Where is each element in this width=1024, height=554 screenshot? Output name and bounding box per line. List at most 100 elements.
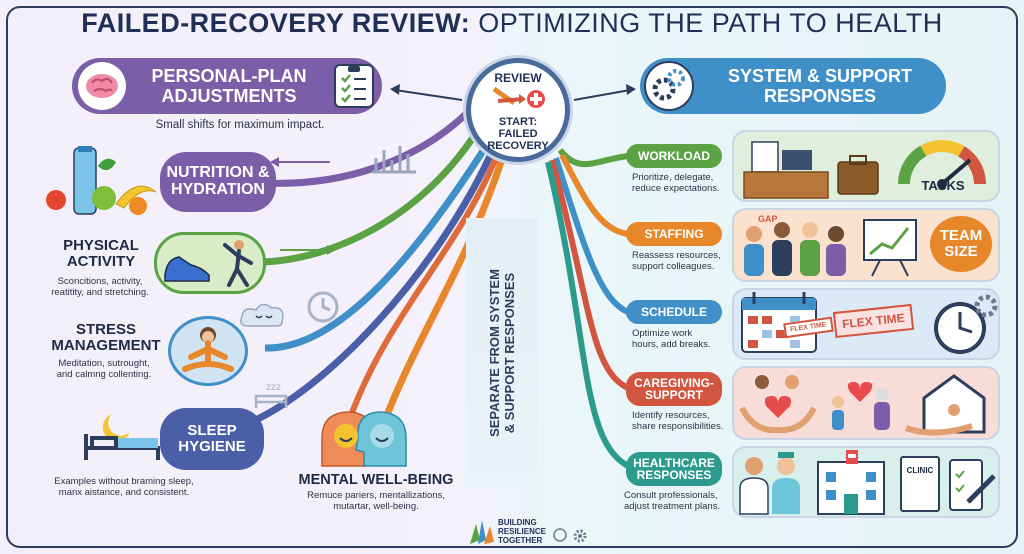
physical-line1: PHYSICAL — [63, 237, 139, 254]
schedule-tag: SCHEDULE — [626, 300, 722, 324]
system-support-header: SYSTEM & SUPPORT RESPONSES — [640, 58, 946, 114]
mental-title: MENTAL WELL-BEING — [298, 472, 454, 488]
sleep-caption2: manx aistance, and consistent. — [58, 487, 190, 498]
hub-recovery: RECOVERY — [487, 140, 549, 152]
team-people-icon — [744, 222, 846, 276]
sleep-line2: HYGIENE — [178, 438, 246, 455]
gap-label: GAP — [758, 214, 778, 224]
workload-caption2: reduce expectations. — [632, 183, 720, 194]
tasks-label: TASKS — [921, 178, 965, 193]
gear-icon — [572, 528, 588, 544]
zzz-bed-icon: zzz — [252, 378, 292, 410]
nutrition-pill: NUTRITION &HYDRATION — [160, 152, 276, 212]
stress-caption1: Meditation, sutrought, — [58, 358, 150, 369]
system-header-line1: SYSTEM & SUPPORT — [727, 66, 913, 86]
staffing-caption2: support colleagues. — [632, 261, 715, 272]
stress-caption: Meditation, sutrought, and calmng collen… — [30, 358, 178, 380]
physical-caption: Sconcitions, activity, reatitity, and st… — [20, 276, 180, 298]
healthcare-tag2: RESPONSES — [636, 468, 712, 482]
hands-logo-icon — [466, 518, 496, 546]
caregiving-caption: Identify resources, share responsibiliti… — [632, 410, 742, 432]
healthcare-caption1: Consult professionals, — [624, 490, 718, 501]
personal-plan-line1: PERSONAL-PLAN — [151, 66, 307, 86]
two-faces-icon — [316, 408, 412, 468]
fruits-icon — [44, 146, 164, 218]
brain-icon — [78, 62, 126, 110]
growth-chart-icon — [863, 219, 917, 277]
clipboard-syringe-icon — [949, 459, 996, 511]
bar-chart-icon — [370, 140, 418, 174]
hub-start: START: — [498, 116, 538, 128]
svg-text:zzz: zzz — [266, 382, 281, 393]
stress-line2: MANAGEMENT — [51, 337, 161, 354]
nutrition-line1: NUTRITION & — [166, 164, 270, 182]
personal-plan-header: PERSONAL-PLAN ADJUSTMENTS — [72, 58, 382, 114]
gauge-icon — [898, 140, 986, 189]
clock-icon — [934, 294, 998, 354]
start-hub: REVIEW START: FAILED RECOVERY — [466, 58, 570, 162]
title-light: OPTIMIZING THE PATH TO HEALTH — [470, 8, 943, 38]
footer-line3: TOGETHER — [498, 536, 543, 545]
workload-caption1: Prioritize, delegate, — [632, 172, 714, 183]
staffing-caption1: Reassess resources, — [632, 250, 721, 261]
flex-time-stamp: FLEX TIME — [832, 303, 914, 339]
separator-line2: & SUPPORT RESPONSES — [502, 272, 517, 434]
title-bold: FAILED-RECOVERY REVIEW: — [81, 8, 471, 38]
hub-review: REVIEW — [494, 71, 542, 85]
caregiving-panel — [732, 366, 1000, 440]
footer-brand: BUILDING RESILIENCE TOGETHER — [498, 518, 568, 545]
physical-caption2: reatitity, and stretching. — [51, 287, 149, 298]
staffing-caption: Reassess resources, support colleagues. — [632, 250, 742, 272]
checklist-icon — [334, 64, 374, 108]
cloud-icon — [238, 300, 288, 330]
healthcare-tag1: HEALTHCARE — [633, 456, 715, 470]
personal-plan-caption: Small shifts for maximum impact. — [155, 119, 325, 131]
staffing-tag: STAFFING — [626, 222, 722, 246]
caregiving-tag2: SUPPORT — [644, 388, 703, 402]
workload-caption: Prioritize, delegate, reduce expectation… — [632, 172, 742, 194]
sneaker-icon — [164, 240, 253, 287]
head-icon — [552, 528, 568, 544]
sleep-caption1: Examples without braming sleep, — [54, 476, 194, 487]
caregiving-illustration — [739, 374, 986, 436]
schedule-panel: FLEX TIME FLEX TIME — [732, 288, 1000, 360]
clinic-label: CLINIC — [906, 466, 934, 475]
gears-icon — [644, 61, 694, 111]
schedule-caption2: hours, add breaks. — [632, 339, 711, 350]
bed-moon-icon — [82, 404, 178, 462]
personal-plan-line2: ADJUSTMENTS — [161, 86, 297, 106]
outer-frame — [6, 6, 1018, 548]
physical-caption1: Sconcitions, activity, — [57, 276, 143, 287]
caregiving-caption1: Identify resources, — [632, 410, 710, 421]
mental-caption: Remuce pariers, mentallizations, mutarta… — [280, 490, 472, 512]
footer-line1: BUILDING — [498, 518, 537, 527]
page-title: FAILED-RECOVERY REVIEW: OPTIMIZING THE P… — [0, 8, 1024, 39]
team-size-line1: TEAM — [939, 227, 983, 244]
physical-title: PHYSICAL ACTIVITY — [46, 238, 156, 270]
separator-band: SEPARATE FROM SYSTEM & SUPPORT RESPONSES — [466, 218, 538, 488]
mental-caption2: mutartar, well-being. — [333, 501, 419, 512]
caregiving-tag1: CAREGIVING- — [633, 376, 714, 390]
healthcare-panel: CLINIC — [732, 446, 1000, 518]
stress-title: STRESS MANAGEMENT — [46, 322, 166, 354]
nutrition-line2: HYDRATION — [171, 181, 265, 198]
physical-line2: ACTIVITY — [66, 253, 136, 270]
calendar-icon — [741, 292, 817, 353]
stress-caption2: and calmng collenting. — [56, 369, 152, 380]
doctors-hospital-icon — [739, 450, 885, 515]
caregiving-caption2: share responsibilities. — [632, 421, 724, 432]
stress-line1: STRESS — [75, 321, 136, 338]
schedule-caption1: Optimize work — [632, 328, 693, 339]
desk-briefcase-icon — [743, 141, 879, 199]
team-size-line2: SIZE — [944, 243, 978, 260]
sleep-caption: Examples without braming sleep, manx ais… — [24, 476, 224, 498]
meditation-icon — [168, 316, 248, 386]
healthcare-caption: Consult professionals, adjust treatment … — [624, 490, 740, 512]
healthcare-caption2: adjust treatment plans. — [624, 501, 721, 512]
hub-failed: FAILED — [498, 128, 538, 140]
separator-line1: SEPARATE FROM SYSTEM — [487, 269, 502, 437]
